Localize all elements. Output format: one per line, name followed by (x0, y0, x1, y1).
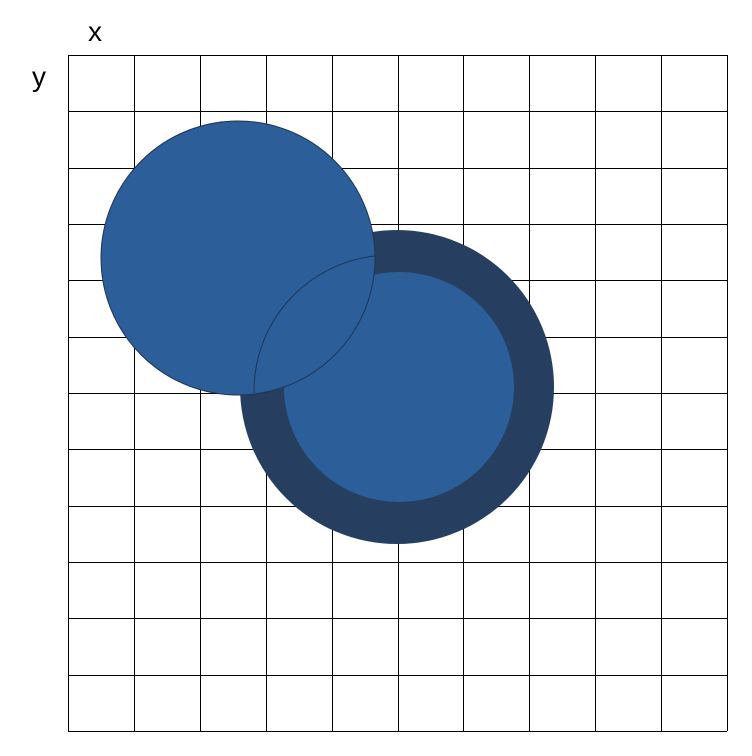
y-axis-label: y (32, 61, 46, 92)
x-axis-label: x (88, 16, 102, 47)
top-left-circle (100, 120, 376, 396)
overlap-arc (253, 255, 376, 394)
blue-circle (100, 120, 376, 396)
